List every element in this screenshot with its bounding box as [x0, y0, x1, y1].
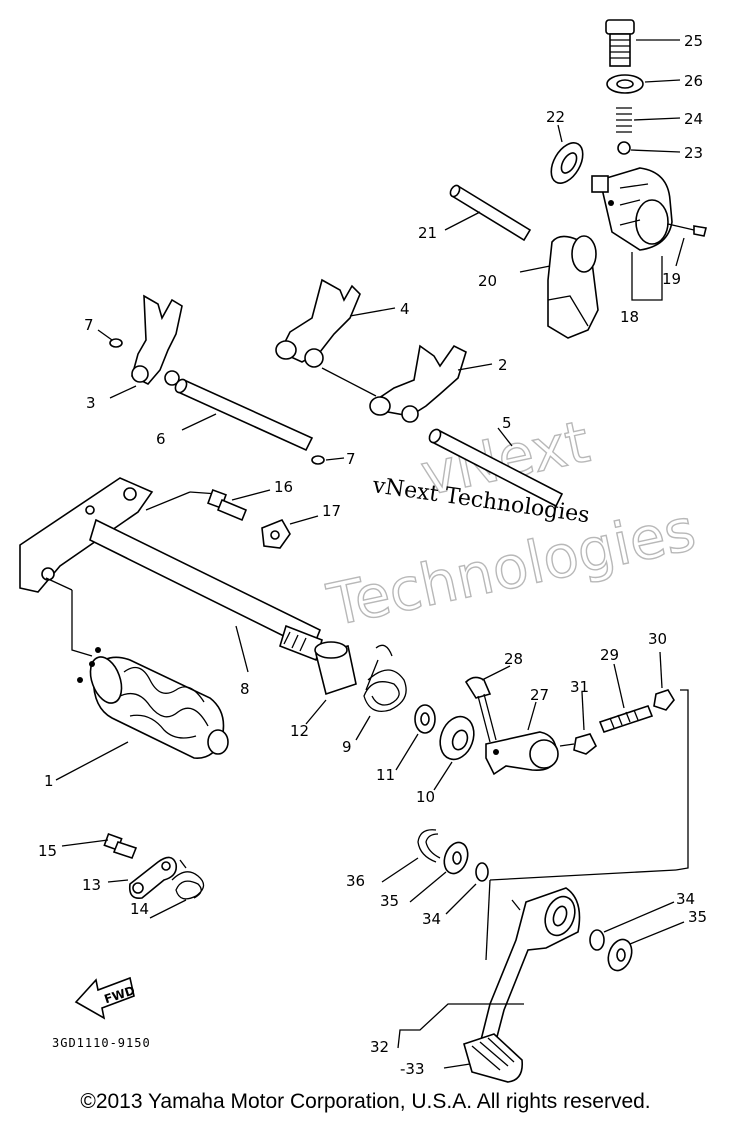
label-10: 10	[416, 788, 435, 806]
label-5: 5	[502, 414, 512, 432]
watermark: vNext Technologies vNext Technologies	[321, 407, 702, 641]
label-16: 16	[274, 478, 293, 496]
label-9: 9	[342, 738, 352, 756]
label-29: 29	[600, 646, 619, 664]
part-10-bearing	[433, 715, 475, 791]
fwd-arrow-icon: FWD	[74, 976, 137, 1020]
part-29-bolt	[598, 663, 654, 733]
label-22: 22	[546, 108, 565, 126]
label-23: 23	[684, 144, 703, 162]
part-24-spring	[616, 107, 681, 133]
label-35-left: 35	[380, 892, 399, 910]
part-32-shift-pedal	[397, 887, 581, 1057]
label-7-lower: 7	[346, 450, 356, 468]
label-36: 36	[346, 872, 365, 890]
part-14-spring	[149, 859, 205, 919]
part-25-bolt	[605, 19, 680, 67]
part-4-fork	[275, 278, 396, 368]
label-20: 20	[478, 272, 497, 290]
part-16-bolt	[207, 489, 271, 522]
label-7-top: 7	[84, 316, 94, 334]
part-6-shaft	[174, 378, 314, 452]
label-35-right: 35	[688, 908, 707, 926]
part-34-ring-right	[589, 901, 675, 951]
part-27-lever	[485, 701, 559, 776]
label-4: 4	[400, 300, 410, 318]
label-8: 8	[240, 680, 250, 698]
part-20-fork	[519, 235, 599, 339]
label-11: 11	[376, 766, 395, 784]
part-18-segment	[591, 167, 673, 301]
part-22-bearing	[550, 124, 584, 184]
part-33-pedal-rubber	[443, 1033, 524, 1083]
label-6: 6	[156, 430, 166, 448]
label-12: 12	[290, 722, 309, 740]
part-35-washer-right	[607, 921, 685, 972]
label-18: 18	[620, 308, 639, 326]
label-2: 2	[498, 356, 508, 374]
label-30: 30	[648, 630, 667, 648]
label-13: 13	[82, 876, 101, 894]
part-19-pin	[667, 223, 707, 267]
part-28-bolt	[464, 665, 511, 743]
part-7-clip-top	[97, 329, 123, 348]
part-13-lever	[107, 856, 178, 900]
part-30-nut	[485, 651, 689, 961]
label-28: 28	[504, 650, 523, 668]
part-21-rod	[444, 184, 532, 242]
part-7-clip-lower	[311, 455, 345, 465]
label-26: 26	[684, 72, 703, 90]
part-17-plate	[261, 515, 319, 549]
part-5-shaft	[428, 427, 564, 508]
diagram-code: 3GD1110-9150	[52, 1036, 151, 1050]
part-1-shift-drum	[45, 577, 229, 781]
label-15: 15	[38, 842, 57, 860]
label-33: -33	[400, 1060, 425, 1078]
label-1: 1	[44, 772, 54, 790]
part-3-fork	[109, 294, 183, 399]
part-2-fork	[321, 344, 493, 423]
label-25: 25	[684, 32, 703, 50]
part-35-washer-left	[409, 841, 469, 903]
label-32: 32	[370, 1038, 389, 1056]
label-34-left: 34	[422, 910, 441, 928]
part-36-circlip	[381, 829, 441, 883]
label-21: 21	[418, 224, 437, 242]
part-31-nut	[559, 691, 598, 755]
copyright-notice: ©2013 Yamaha Motor Corporation, U.S.A. A…	[80, 1090, 651, 1113]
part-11-washer	[395, 704, 436, 771]
part-8-shift-shaft	[19, 477, 323, 673]
label-3: 3	[86, 394, 96, 412]
part-9-spring	[355, 644, 407, 741]
part-34-ring-left	[445, 862, 489, 915]
part-26-washer	[606, 74, 681, 94]
part-23-ball	[617, 141, 681, 155]
part-15-bolt	[61, 832, 138, 859]
label-31: 31	[570, 678, 589, 696]
label-34-right: 34	[676, 890, 695, 908]
label-14: 14	[130, 900, 149, 918]
part-labels: 25 26 24 23 22 21 20 19 18 4 2 7 3 6 5 7…	[38, 32, 707, 1078]
label-24: 24	[684, 110, 703, 128]
label-17: 17	[322, 502, 341, 520]
label-27: 27	[530, 686, 549, 704]
label-19: 19	[662, 270, 681, 288]
part-12-collar	[305, 641, 357, 725]
